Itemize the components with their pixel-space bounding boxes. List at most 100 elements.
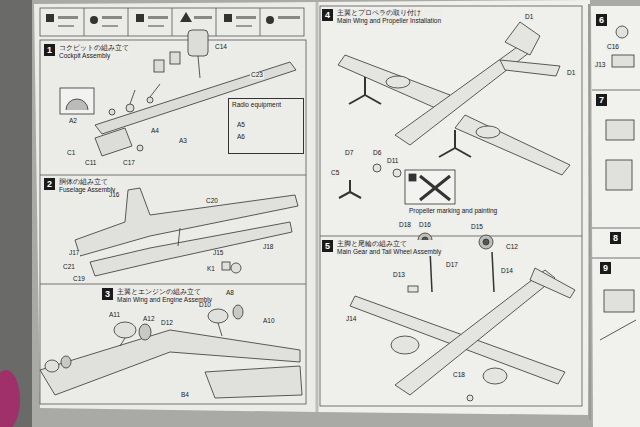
- aircraft-top-view: [364, 77, 366, 95]
- aircraft-bottom-view: [479, 235, 493, 249]
- part-number: D17: [445, 262, 459, 269]
- step-number: 5: [322, 240, 333, 252]
- header-icon: [148, 16, 168, 19]
- panel-frame: [260, 8, 261, 36]
- panel-frame: [40, 6, 640, 406]
- step-heading: 1コクピットの組み立てCockpit Assembly: [44, 44, 130, 60]
- part-number: D12: [160, 320, 174, 327]
- step-title: Cockpit Assembly: [58, 52, 130, 59]
- step-number: 7: [596, 94, 607, 106]
- aircraft-bottom-view: [395, 270, 555, 395]
- step-title: コクピットの組み立て: [58, 44, 130, 52]
- part-number: C19: [72, 276, 86, 283]
- aircraft-top-view: [409, 174, 416, 181]
- wing-engine-parts: [61, 356, 71, 368]
- aircraft-top-view: [420, 176, 450, 200]
- part-number: D13: [392, 272, 406, 279]
- paper-page: [318, 0, 590, 415]
- part-number: A5: [236, 122, 246, 129]
- aircraft-bottom-view: [408, 286, 418, 292]
- wing-engine-parts: [45, 360, 59, 372]
- aircraft-bottom-view: [430, 250, 432, 292]
- part-number: D18: [398, 222, 412, 229]
- part-number: J14: [345, 316, 357, 323]
- aircraft-bottom-view: [391, 336, 419, 354]
- step-heading: 3主翼とエンジンの組み立てMain Wing and Engine Assemb…: [102, 288, 213, 304]
- wing-engine-parts: [120, 338, 125, 346]
- step-heading: 2胴体の組み立てFuselage Assembly: [44, 178, 116, 194]
- aircraft-bottom-view: [483, 239, 489, 245]
- header-icon: [266, 16, 274, 24]
- step-heading: 9: [600, 262, 614, 274]
- cockpit-parts: [154, 60, 164, 72]
- part-number: C17: [122, 160, 136, 167]
- step-title: 主脚と尾輪の組み立てMain Gear and Tail Wheel Assem…: [336, 240, 442, 256]
- wing-engine-parts: [208, 309, 228, 323]
- step-number: 6: [596, 14, 607, 26]
- header-icon: [224, 14, 232, 22]
- panel-frame: [40, 284, 306, 285]
- note-text: Propeller marking and painting: [408, 208, 498, 215]
- fuselage-parts: [75, 188, 298, 276]
- paper-page: [34, 2, 316, 412]
- wing-engine-parts: [205, 366, 302, 398]
- panel-frame: [592, 258, 640, 259]
- paper-page: [591, 6, 640, 427]
- step-number: 9: [600, 262, 611, 274]
- part-number: K1: [206, 266, 216, 273]
- step-number: 3: [102, 288, 113, 300]
- aircraft-top-view: [338, 55, 450, 110]
- wing-engine-parts: [233, 305, 243, 319]
- step-number: 8: [610, 232, 621, 244]
- step-title: 主翼とプロペラの取り付けMain Wing and Propeller Inst…: [336, 9, 442, 25]
- header-icon: [102, 16, 122, 19]
- cockpit-parts: [170, 52, 180, 64]
- header-icon: [236, 16, 256, 19]
- aircraft-top-view: [339, 192, 350, 198]
- aircraft-top-view: [455, 115, 570, 175]
- cockpit-parts: [95, 128, 132, 156]
- header-icon: [136, 14, 144, 22]
- aircraft-top-view: [339, 180, 361, 198]
- header-icon: [58, 25, 74, 27]
- header-icon: [180, 12, 192, 22]
- fuselage-parts: [178, 228, 180, 246]
- part-number: C20: [205, 198, 219, 205]
- part-number: J17: [68, 250, 80, 257]
- part-number: A11: [108, 312, 121, 319]
- part-number: D6: [372, 150, 382, 157]
- part-number: B4: [180, 392, 190, 399]
- part-number: A12: [142, 316, 156, 323]
- aircraft-top-view: [439, 148, 455, 157]
- part-number: C23: [250, 72, 264, 79]
- aircraft-top-view: [349, 180, 351, 192]
- fuselage-parts: [231, 263, 241, 273]
- part-number: D14: [500, 268, 514, 275]
- cockpit-parts: [109, 109, 115, 115]
- header-icon: [278, 16, 300, 19]
- aircraft-top-view: [454, 130, 456, 148]
- aircraft-top-view: [455, 148, 471, 157]
- aircraft-bottom-view: [350, 233, 575, 401]
- part-number: D7: [344, 150, 354, 157]
- part-number: C16: [606, 44, 620, 51]
- step-title: Main Wing and Propeller Installation: [336, 17, 442, 24]
- part-number: D10: [198, 302, 212, 309]
- cockpit-parts: [126, 104, 134, 112]
- cockpit-parts: [198, 56, 200, 78]
- side-page-parts: [612, 55, 634, 67]
- side-page-parts: [604, 290, 634, 312]
- aircraft-top-view: [393, 169, 401, 177]
- cockpit-parts: [147, 97, 153, 103]
- aircraft-top-view: [349, 77, 471, 157]
- wing-engine-parts: [40, 305, 302, 398]
- aircraft-top-view: [405, 170, 455, 204]
- part-number: C18: [452, 372, 466, 379]
- step-title: 主翼とプロペラの取り付け: [336, 9, 442, 17]
- header-icon: [102, 25, 118, 27]
- cockpit-parts: [188, 30, 208, 56]
